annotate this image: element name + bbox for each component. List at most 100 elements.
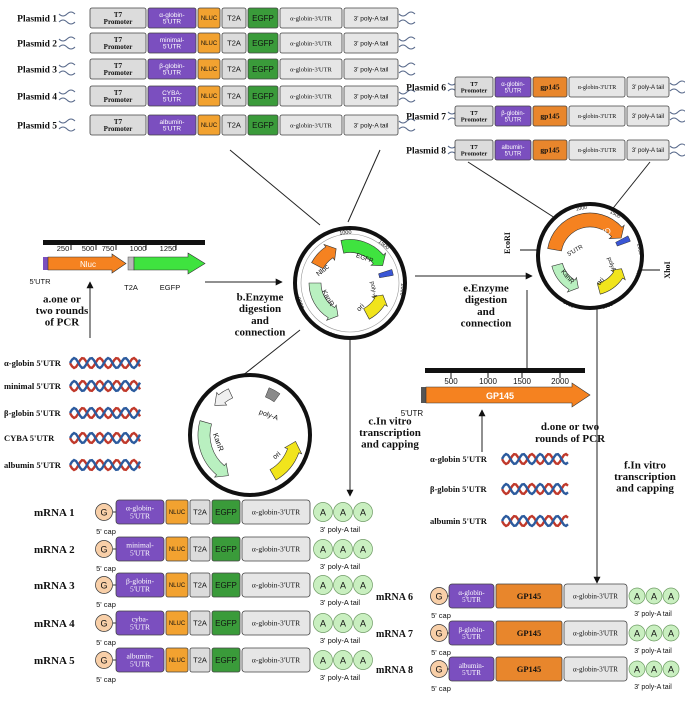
- dna-helix-icon-strand-blue: [68, 458, 142, 472]
- pcr-label: albumin 5'UTR: [430, 516, 488, 526]
- helix-end-icon: [398, 89, 416, 95]
- utr5-box: [448, 656, 495, 682]
- polya-bead-icon: [645, 660, 663, 678]
- label-line: A: [634, 665, 640, 675]
- label-line: A: [360, 619, 366, 629]
- label-line: T2A: [193, 656, 207, 665]
- polya-label: 3' poly-A tail: [634, 611, 672, 618]
- dna-helix-icon-strand-blue: [500, 514, 569, 528]
- label-line: 3' poly-A tail: [354, 66, 389, 73]
- t2a-box: [221, 32, 247, 54]
- polya-bead-letter: A: [634, 665, 640, 675]
- label-line: b.Enzyme: [237, 292, 284, 304]
- label-line: α-globin-3'UTR: [573, 665, 618, 673]
- polyA-label: 3' poly-A tail: [354, 122, 389, 129]
- label-line: 5'UTR: [163, 126, 182, 133]
- scale-bar: [425, 368, 585, 373]
- nluc-label: NLUC: [169, 583, 186, 589]
- polya-bead-icon: [628, 660, 646, 678]
- label-line: 500: [82, 244, 95, 253]
- dna-helix-icon-strand-red: [68, 458, 142, 472]
- helix-end-icon: [58, 118, 76, 124]
- polya-bead-letter: A: [651, 665, 657, 675]
- polya-block: [615, 235, 631, 247]
- helix-end-icon: [58, 62, 76, 68]
- label-line: Promoter: [461, 88, 488, 95]
- t2a-label: T2A: [193, 619, 207, 628]
- mrna-label: mRNA 3: [34, 580, 75, 592]
- utr3-box: [568, 76, 626, 98]
- tick-label: 1000: [130, 244, 147, 253]
- label-line: e.Enzyme: [463, 283, 509, 295]
- label-line: NLUC: [201, 41, 218, 47]
- label-line: T2A: [193, 545, 207, 554]
- label-line: A: [320, 619, 326, 629]
- label-line: 2000: [551, 377, 569, 386]
- helix-end-icon: [398, 62, 416, 68]
- mrna-label: mRNA 7: [376, 629, 413, 640]
- ring-tick-label: 1500: [609, 209, 622, 220]
- label-line: albumin-: [126, 652, 154, 661]
- label-line: 5'UTR: [505, 117, 522, 123]
- label-line: T7: [114, 11, 123, 19]
- utr3-box: [279, 7, 343, 29]
- utr5-label: albumin-5'UTR: [126, 652, 154, 669]
- ring-tick-label: 3000: [325, 329, 339, 339]
- utr3-label: α-globin-3'UTR: [252, 545, 300, 554]
- label-line: NLUC: [169, 547, 186, 553]
- egfp-label: EGFP: [252, 39, 274, 48]
- scale-bar: [43, 240, 205, 245]
- polyA-box: [626, 76, 670, 98]
- label-line: 1500: [513, 377, 531, 386]
- polya-bead-letter: A: [320, 508, 326, 518]
- t2a-label: T2A: [227, 92, 241, 101]
- utr5-box: [448, 620, 495, 646]
- label-line: 3' poly-A tail: [354, 40, 389, 47]
- utr5-box: [115, 536, 165, 562]
- nluc-box: [165, 647, 189, 673]
- label-line: G: [100, 656, 107, 666]
- pcr-label: minimal 5'UTR: [4, 381, 62, 391]
- label-line: mRNA 8: [376, 665, 413, 676]
- label-line: Nluc: [80, 260, 96, 269]
- label-line: α-globin-: [126, 504, 155, 513]
- utr3-label: α-globin-3'UTR: [573, 629, 618, 637]
- utr5-box: [115, 499, 165, 525]
- label-line: T2A: [227, 14, 241, 23]
- t2a-label: T2A: [193, 581, 207, 590]
- polya-label: 3' poly-A tail: [634, 648, 672, 655]
- label-line: 5' cap: [431, 648, 451, 657]
- cap-label: 5' cap: [96, 564, 116, 573]
- ori-arrow: [363, 294, 388, 320]
- label-line: gp145: [540, 146, 559, 155]
- polya-bead-icon: [662, 587, 680, 605]
- circular-plasmid-egfp: NlucEGFPpoly-AoriKanR1000150020002500300…: [293, 226, 407, 340]
- label-line: 5'UTR: [163, 19, 182, 26]
- polya-bead-letter: A: [634, 629, 640, 639]
- utr3-label: α-globin-3'UTR: [290, 15, 332, 22]
- label-line: T7: [114, 89, 123, 97]
- label-line: 5'UTR: [163, 44, 182, 51]
- label-line: Plasmid 2: [17, 40, 57, 50]
- label-line: α-globin-: [501, 82, 524, 88]
- label-line: α-globin-3'UTR: [290, 66, 332, 73]
- cap-label: 5' cap: [431, 648, 451, 657]
- label-line: 3500: [296, 296, 306, 310]
- utr5-label: α-globin-5'UTR: [458, 589, 485, 604]
- nluc-label: NLUC: [169, 621, 186, 627]
- label-line: T7: [470, 81, 478, 88]
- utr3-box: [279, 85, 343, 107]
- polyA-box: [626, 139, 670, 161]
- helix-end-icon: [58, 70, 76, 76]
- label-line: α-globin-3'UTR: [578, 114, 617, 120]
- cap-letter: G: [435, 629, 442, 639]
- label-line: cyba-: [132, 615, 149, 624]
- utr3-label: α-globin-3'UTR: [578, 148, 617, 154]
- label-line: 250: [57, 244, 70, 253]
- cap-letter: G: [435, 592, 442, 602]
- t2a-box: [221, 58, 247, 80]
